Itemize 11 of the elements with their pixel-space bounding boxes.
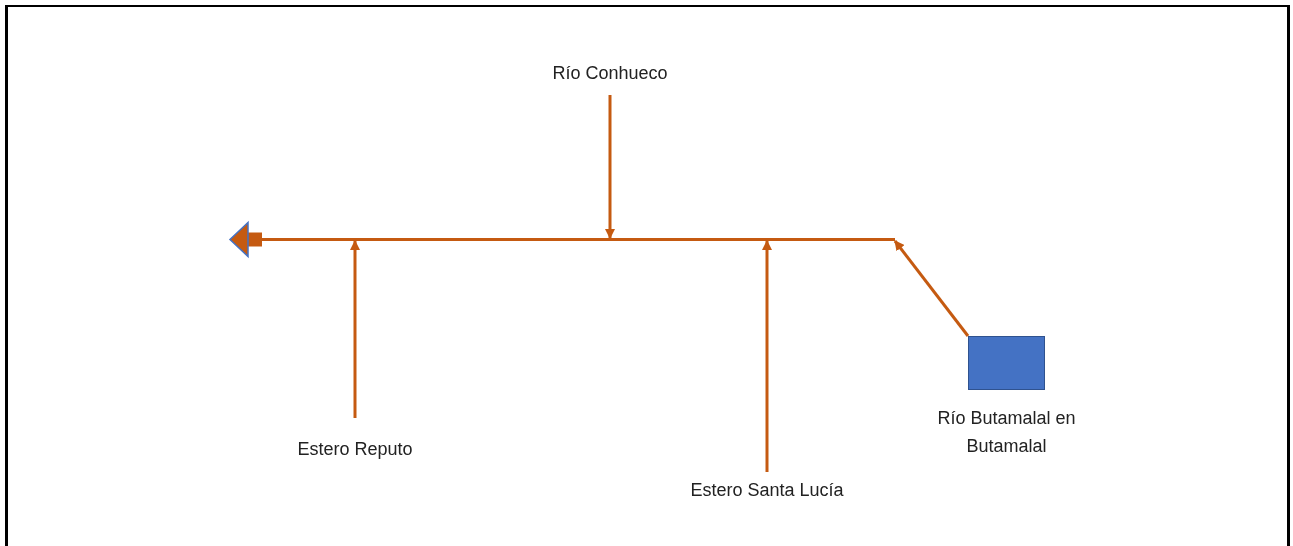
main-river-line — [262, 238, 895, 241]
tributary-arrow — [893, 240, 970, 337]
river-label: Río Conhueco — [552, 62, 668, 85]
river-label: Río Butamalal en Butamalal — [936, 407, 1077, 458]
outflow-arrow — [228, 220, 262, 259]
tributary-arrow — [350, 240, 360, 418]
tributary-arrow — [605, 95, 615, 239]
river-label: Estero Reputo — [297, 438, 413, 461]
station-square — [968, 336, 1045, 390]
tributary-arrow — [762, 240, 772, 472]
river-label: Estero Santa Lucía — [690, 479, 844, 502]
